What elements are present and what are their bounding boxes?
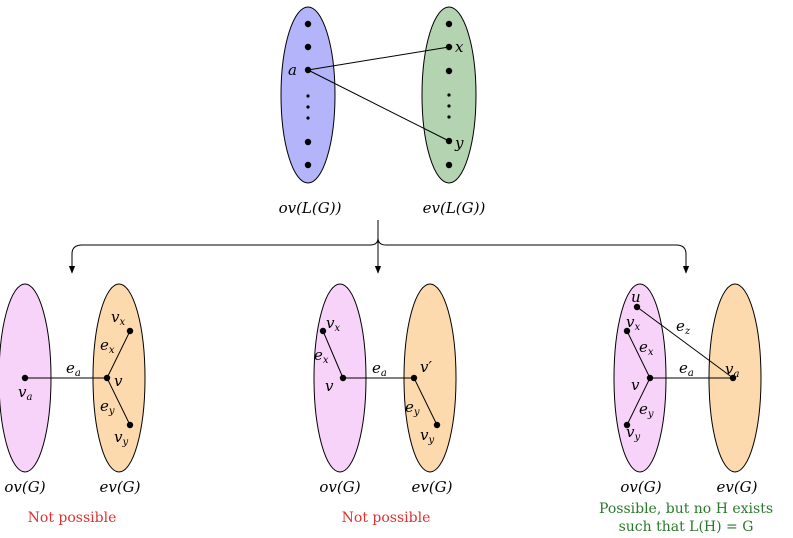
edge-ez [636, 306, 734, 379]
ellipsis-dot [306, 94, 310, 98]
label-ez: ez [676, 317, 691, 337]
vertex-vy [433, 421, 441, 429]
edge-ex [626, 330, 651, 379]
case-3: u vx ex v ey vy ez ea va ov(G) ev(G) Pos… [599, 283, 773, 535]
ov-set-caption: ov(G) [620, 478, 661, 496]
edges [307, 46, 450, 142]
label-ey: ey [405, 398, 420, 418]
label-ey: ey [639, 400, 654, 420]
vertex-vx [126, 327, 134, 335]
ov-set-caption: ov(G) [4, 478, 45, 496]
ellipsis-dot [306, 116, 310, 120]
edge-ey [413, 377, 438, 426]
label-va: va [18, 383, 32, 403]
vertex-va [21, 374, 29, 382]
label-v: v [114, 372, 123, 390]
vertex-va [729, 374, 737, 382]
label-vy: vy [626, 423, 640, 443]
brace-path [377, 220, 690, 274]
ellipsis-dot [306, 105, 310, 109]
vertex [304, 161, 312, 169]
label-ey: ey [100, 397, 115, 417]
vertex-vy [126, 421, 134, 429]
label-vy: vy [114, 428, 128, 448]
label-va: va [725, 360, 739, 380]
label-ea: ea [372, 359, 387, 379]
case-note: Not possible [342, 510, 431, 526]
vertex-u [633, 303, 641, 311]
label-ea: ea [679, 359, 694, 379]
vertex-vprime [410, 374, 418, 382]
vertex [304, 43, 312, 51]
label-ea: ea [66, 359, 81, 379]
ellipsis-dot [447, 93, 451, 97]
vertex-x [445, 43, 453, 51]
vertex-a [304, 66, 312, 74]
vertex-y [445, 137, 453, 145]
label-ex: ex [314, 346, 329, 366]
case-2: vx ex v ea v′ ey vy ov(G) ev(G) Not poss… [313, 283, 457, 526]
ov-set-caption: ov(L(G)) [279, 199, 342, 217]
edge-a-x [307, 46, 450, 71]
label-vx: vx [111, 308, 125, 328]
edge-ey [626, 377, 651, 426]
vertex-v [103, 374, 111, 382]
vertex [445, 67, 453, 75]
label-vy: vy [420, 426, 434, 446]
vertex [304, 138, 312, 146]
label-a: a [288, 61, 297, 79]
edge-ex [322, 330, 344, 379]
ev-set-caption: ev(L(G)) [423, 199, 486, 217]
ellipsis-dot [447, 104, 451, 108]
top-group: a x y ov(L(G)) ev(L(G)) [279, 6, 486, 217]
label-x: x [455, 38, 464, 56]
vertex-v [646, 374, 654, 382]
edge-ex [106, 330, 131, 379]
edge-ey [106, 377, 131, 426]
edge-a-y [307, 69, 450, 142]
ev-vertices [445, 20, 453, 169]
label-vprime: v′ [420, 358, 432, 376]
case-1: va ea vx ex v ey vy ov(G) ev(G) Not poss… [0, 283, 146, 526]
label-vx: vx [326, 314, 340, 334]
vertex-vx [623, 327, 631, 335]
label-v: v [325, 377, 334, 395]
vertex [304, 20, 312, 28]
ov-set-caption: ov(G) [319, 478, 360, 496]
vertex [445, 20, 453, 28]
case-note: Not possible [28, 510, 117, 526]
label-u: u [631, 288, 641, 306]
ev-set-caption: ev(G) [99, 478, 140, 496]
case-note-line1: Possible, but no H exists [599, 501, 773, 517]
ov-vertices [304, 20, 312, 169]
brace-path [68, 220, 379, 274]
branch-brace [68, 220, 690, 274]
label-v: v [631, 376, 640, 394]
vertex-v [339, 374, 347, 382]
label-ex: ex [639, 338, 654, 358]
vertex-vx [319, 327, 327, 335]
label-ex: ex [100, 336, 115, 356]
case-note-line2: such that L(H) = G [619, 519, 754, 535]
vertex-vy [623, 421, 631, 429]
ev-set-caption: ev(G) [716, 478, 757, 496]
vertex [445, 161, 453, 169]
ellipsis-dot [447, 115, 451, 119]
ev-set-caption: ev(G) [411, 478, 452, 496]
label-vx: vx [626, 313, 640, 333]
label-y: y [454, 134, 464, 152]
